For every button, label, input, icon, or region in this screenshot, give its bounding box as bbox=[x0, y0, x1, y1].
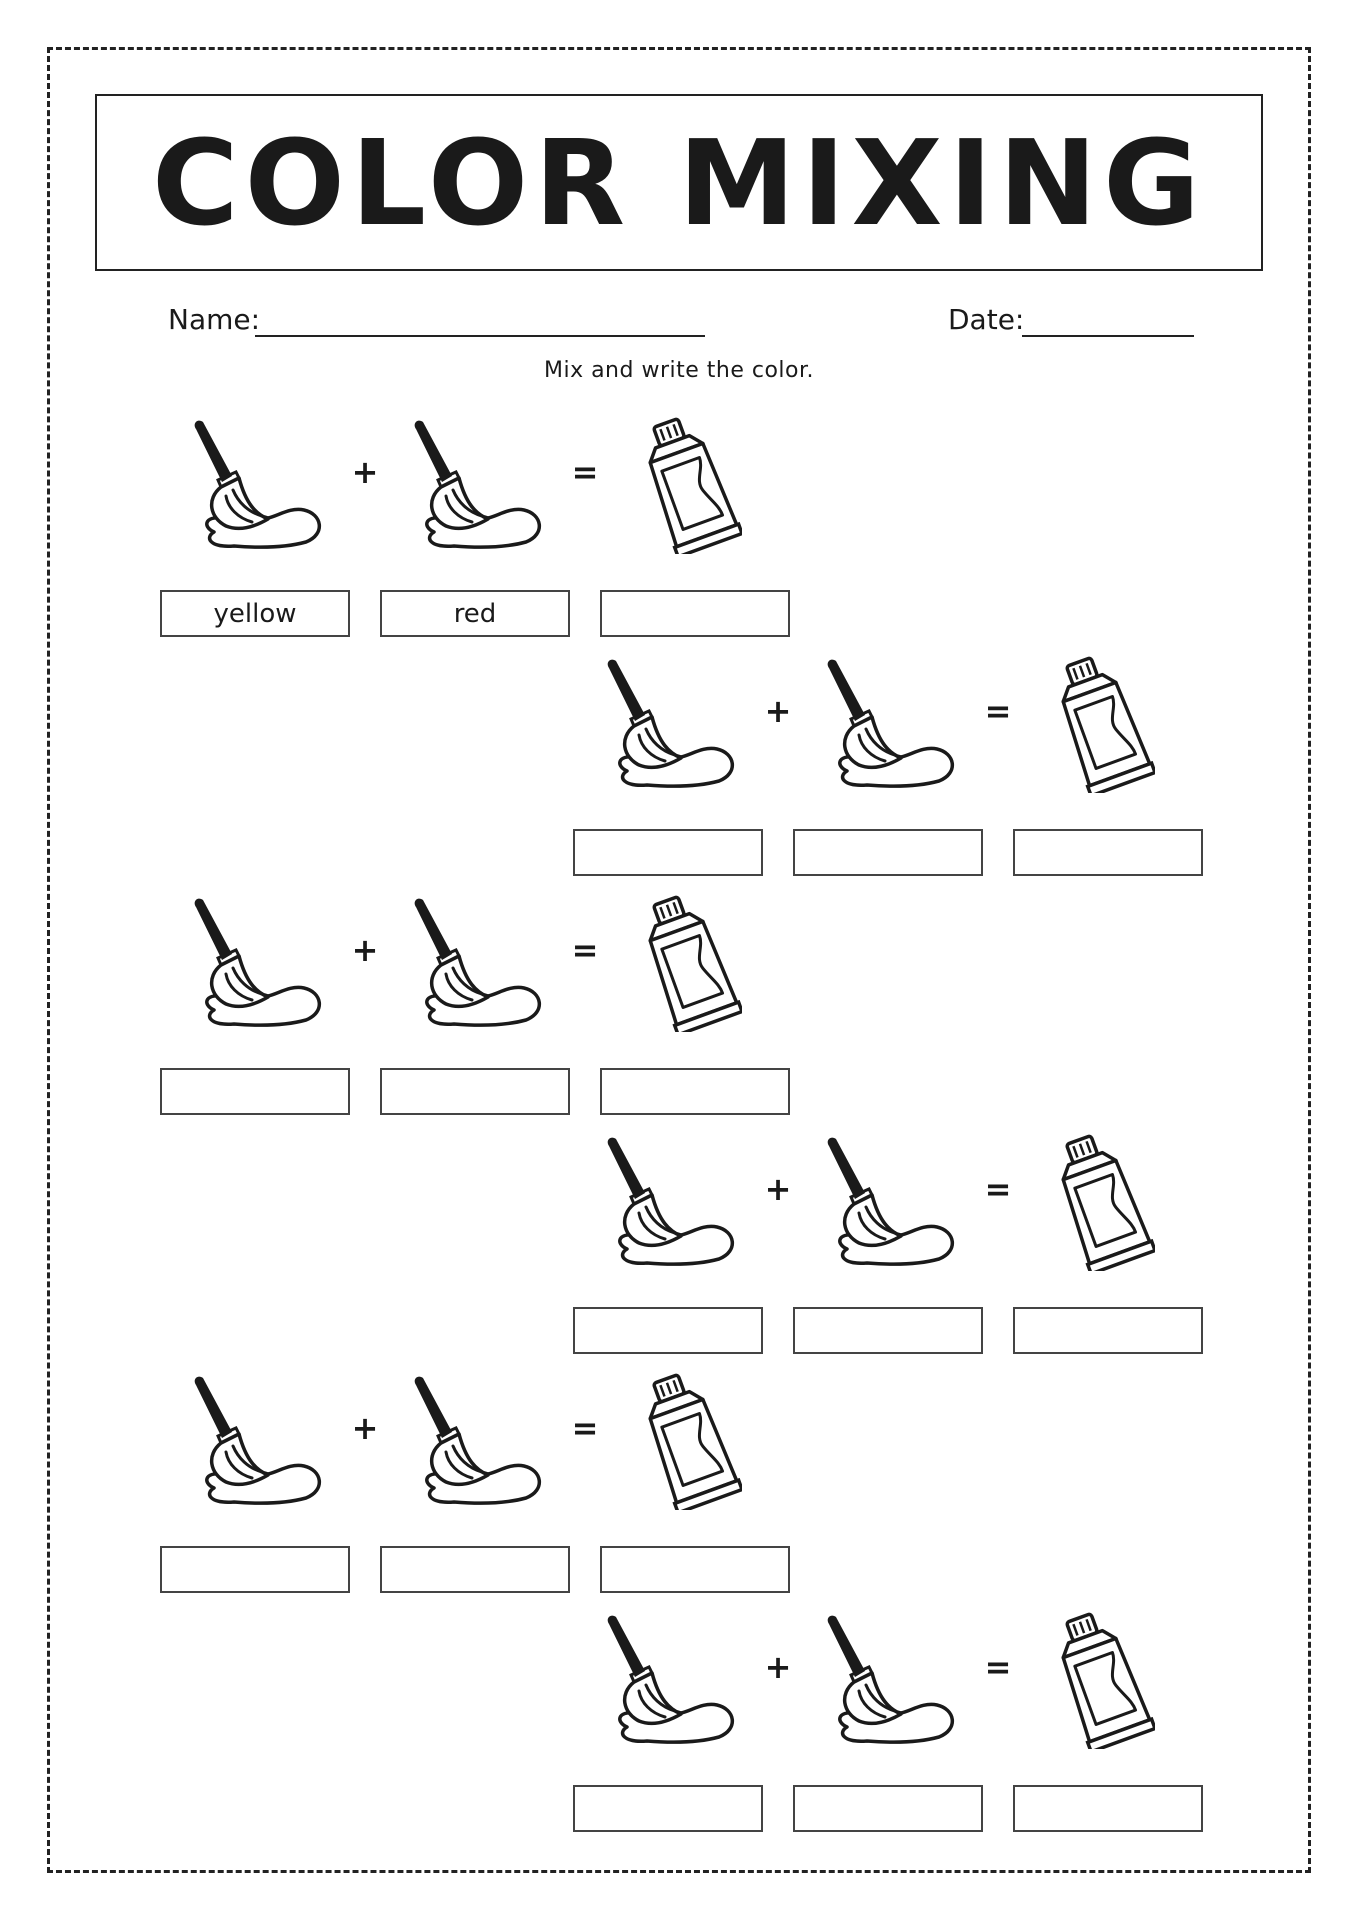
plus-sign: + bbox=[764, 1648, 792, 1686]
instructions: Mix and write the color. bbox=[543, 358, 815, 383]
color-1-box[interactable] bbox=[573, 829, 763, 876]
color-2-box[interactable] bbox=[793, 1307, 983, 1354]
paint-tube-icon bbox=[1049, 1609, 1155, 1749]
equals-sign: = bbox=[984, 692, 1012, 730]
result-box[interactable] bbox=[1013, 1785, 1203, 1832]
mixing-problem: + = bbox=[160, 1370, 800, 1610]
color-2-box[interactable]: red bbox=[380, 590, 570, 637]
result-box[interactable] bbox=[600, 590, 790, 637]
paintbrush-icon bbox=[599, 1609, 737, 1754]
equals-sign: = bbox=[571, 1409, 599, 1447]
mixing-problem: + = bbox=[573, 1609, 1213, 1849]
title-box: COLOR MIXING bbox=[95, 94, 1263, 271]
paintbrush-icon bbox=[599, 653, 737, 798]
mixing-problem: + = bbox=[573, 1131, 1213, 1371]
result-box[interactable] bbox=[1013, 1307, 1203, 1354]
plus-sign: + bbox=[764, 692, 792, 730]
paintbrush-icon bbox=[186, 1370, 324, 1515]
paintbrush-icon bbox=[599, 1131, 737, 1276]
result-box[interactable] bbox=[600, 1068, 790, 1115]
paint-tube-icon bbox=[636, 414, 742, 554]
equals-sign: = bbox=[571, 931, 599, 969]
plus-sign: + bbox=[764, 1170, 792, 1208]
equals-sign: = bbox=[984, 1170, 1012, 1208]
name-label: Name: bbox=[168, 303, 261, 336]
equals-sign: = bbox=[984, 1648, 1012, 1686]
plus-sign: + bbox=[351, 1409, 379, 1447]
color-1-box[interactable] bbox=[160, 1068, 350, 1115]
plus-sign: + bbox=[351, 931, 379, 969]
color-1-box[interactable] bbox=[160, 1546, 350, 1593]
mixing-problem: + = yellow red bbox=[160, 414, 800, 654]
paintbrush-icon bbox=[186, 414, 324, 559]
color-1-box[interactable] bbox=[573, 1785, 763, 1832]
color-1-box[interactable]: yellow bbox=[160, 590, 350, 637]
mixing-problem: + = bbox=[573, 653, 1213, 893]
date-input-line[interactable] bbox=[1022, 335, 1194, 337]
name-input-line[interactable] bbox=[255, 335, 705, 337]
paint-tube-icon bbox=[636, 892, 742, 1032]
paint-tube-icon bbox=[1049, 1131, 1155, 1271]
page-border bbox=[47, 47, 1311, 1873]
paintbrush-icon bbox=[819, 653, 957, 798]
color-2-box[interactable] bbox=[793, 1785, 983, 1832]
paintbrush-icon bbox=[406, 892, 544, 1037]
result-box[interactable] bbox=[600, 1546, 790, 1593]
color-2-box[interactable] bbox=[380, 1546, 570, 1593]
equals-sign: = bbox=[571, 453, 599, 491]
paintbrush-icon bbox=[819, 1131, 957, 1276]
color-2-box[interactable] bbox=[380, 1068, 570, 1115]
date-label: Date: bbox=[948, 303, 1025, 336]
paintbrush-icon bbox=[406, 1370, 544, 1515]
paintbrush-icon bbox=[406, 414, 544, 559]
result-box[interactable] bbox=[1013, 829, 1203, 876]
mixing-problem: + = bbox=[160, 892, 800, 1132]
paint-tube-icon bbox=[636, 1370, 742, 1510]
paintbrush-icon bbox=[819, 1609, 957, 1754]
color-1-box[interactable] bbox=[573, 1307, 763, 1354]
paintbrush-icon bbox=[186, 892, 324, 1037]
plus-sign: + bbox=[351, 453, 379, 491]
color-2-box[interactable] bbox=[793, 829, 983, 876]
paint-tube-icon bbox=[1049, 653, 1155, 793]
page-title: COLOR MIXING bbox=[152, 113, 1206, 252]
